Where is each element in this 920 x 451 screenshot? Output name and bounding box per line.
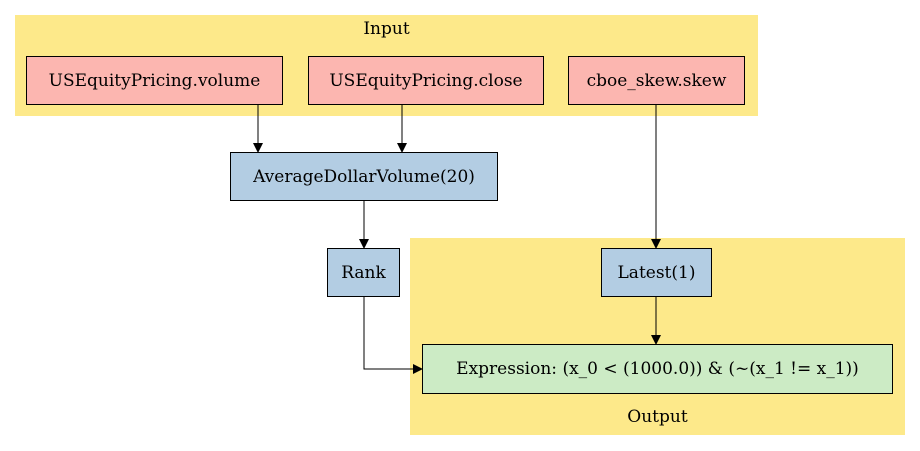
node-usequitypricing-close[interactable]: USEquityPricing.close xyxy=(308,56,544,105)
node-usequitypricing-volume[interactable]: USEquityPricing.volume xyxy=(26,56,283,105)
output-cluster-label: Output xyxy=(627,407,688,427)
node-latest[interactable]: Latest(1) xyxy=(601,248,712,297)
node-average-dollar-volume[interactable]: AverageDollarVolume(20) xyxy=(230,152,498,201)
node-rank[interactable]: Rank xyxy=(327,248,400,297)
edge-rank-to-expression xyxy=(363,297,423,374)
node-expression[interactable]: Expression: (x_0 < (1000.0)) & (~(x_1 !=… xyxy=(422,344,893,394)
node-cboe-skew[interactable]: cboe_skew.skew xyxy=(568,56,745,105)
input-cluster-label: Input xyxy=(363,19,410,39)
